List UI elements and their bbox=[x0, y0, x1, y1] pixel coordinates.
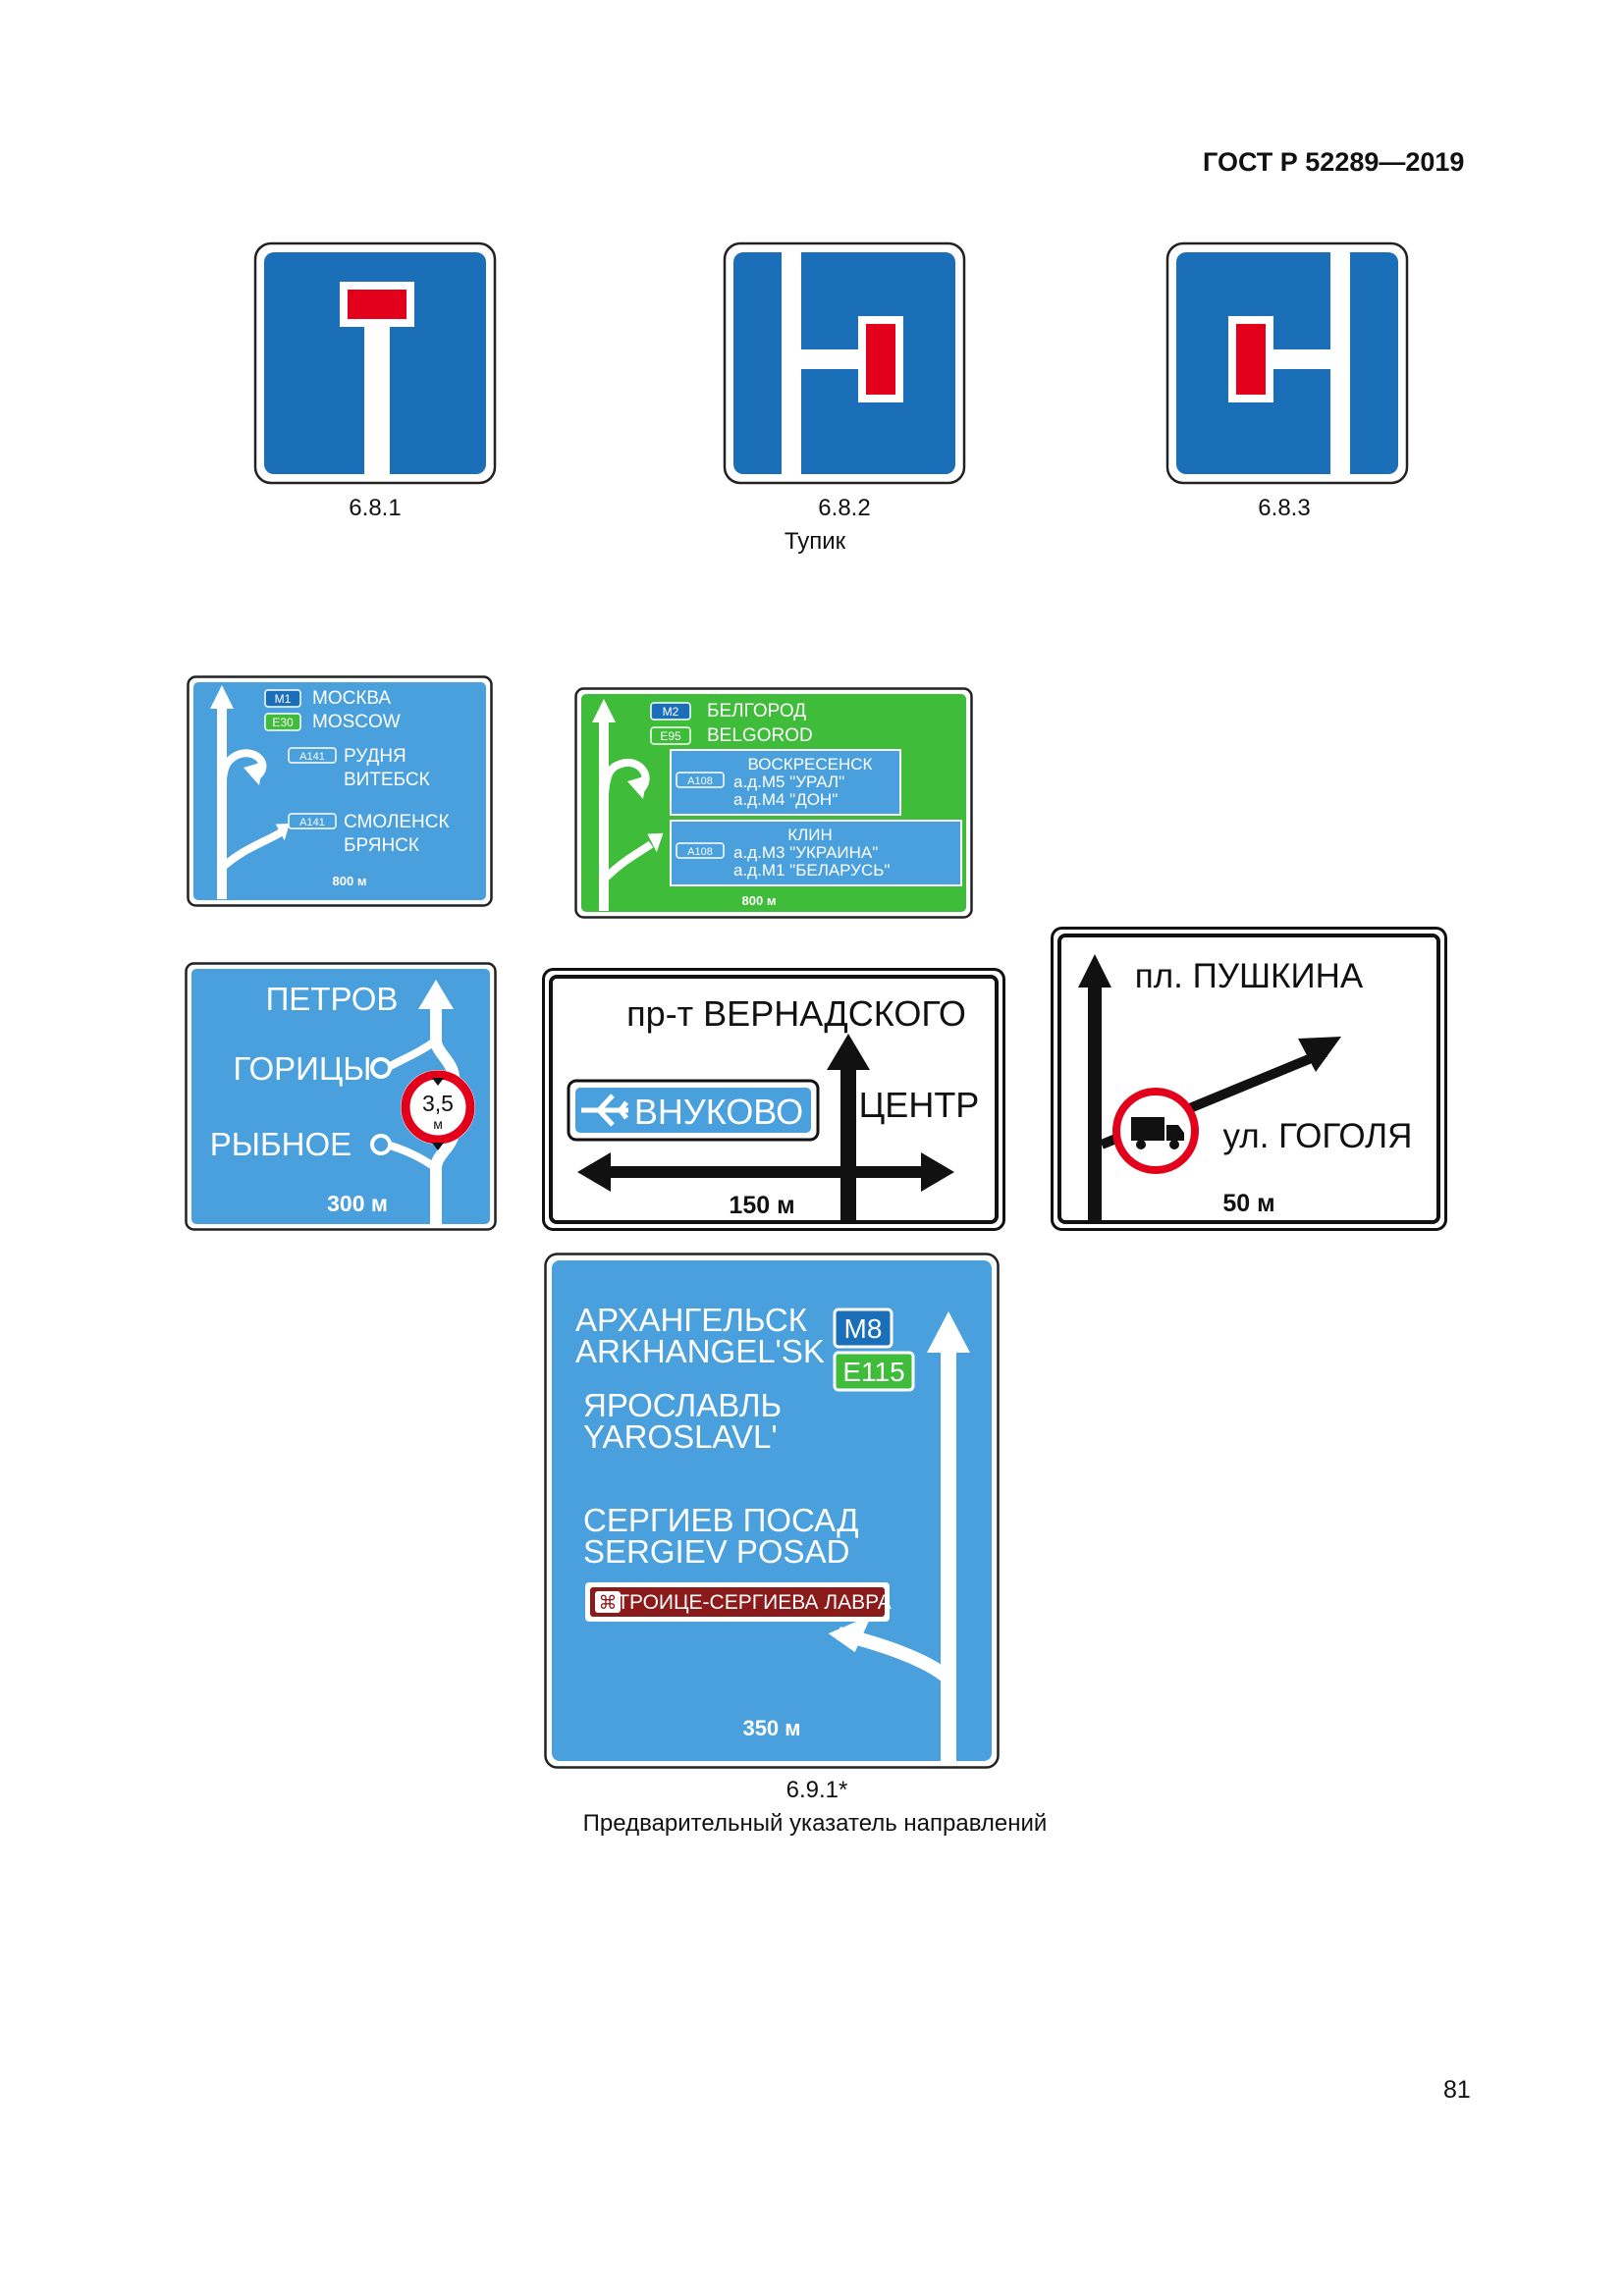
airplane-icon bbox=[581, 1094, 628, 1127]
direction-sign-belgorod: M2 БЕЛГОРОД E95 BELGOROD A108 ВОСКРЕСЕНС… bbox=[574, 687, 973, 919]
sign-code-6-8-3: 6.8.3 bbox=[1258, 495, 1311, 521]
place-vnukovo: ВНУКОВО bbox=[634, 1092, 803, 1132]
place-sergiev-posad-en: SERGIEV POSAD bbox=[583, 1533, 849, 1570]
place-centr: ЦЕНТР bbox=[859, 1085, 980, 1125]
dead-end-caption: Тупик bbox=[784, 528, 846, 555]
place-vitebsk: ВИТЕБСК bbox=[344, 770, 430, 790]
attraction-lavra: ТРОИЦЕ-СЕРГИЕВА ЛАВРА bbox=[617, 1591, 892, 1614]
place-yaroslavl-en: YAROSLAVL' bbox=[583, 1418, 778, 1455]
sign-code-6-8-2: 6.8.2 bbox=[818, 495, 871, 521]
sign-code-6-8-1: 6.8.1 bbox=[349, 495, 402, 521]
place-belgorod-ru: БЕЛГОРОД bbox=[707, 701, 806, 721]
route-a108-2: A108 bbox=[687, 846, 713, 858]
route-a141-2: A141 bbox=[299, 817, 325, 828]
road-vernadskogo: пр-т ВЕРНАДСКОГО bbox=[626, 993, 966, 1034]
attraction-icon: ⌘ bbox=[599, 1593, 618, 1614]
place-smolensk: СМОЛЕНСК bbox=[344, 812, 450, 832]
direction-sign-pushkina: пл. ПУШКИНА ул. ГОГОЛЯ 50 м bbox=[1051, 927, 1447, 1231]
place-arkhangelsk-en: ARKHANGEL'SK bbox=[575, 1333, 825, 1369]
direction-sign-petrov: ПЕТРОВ ГОРИЦЫ РЫБНОЕ 3,5 м 300 м bbox=[185, 962, 497, 1231]
place-moscow-en: MOSCOW bbox=[312, 712, 401, 732]
height-limit-unit: м bbox=[433, 1116, 443, 1132]
sign-6-8-2 bbox=[723, 241, 966, 485]
distance: 50 м bbox=[1222, 1190, 1274, 1217]
place-moscow-ru: МОСКВА bbox=[312, 688, 391, 709]
distance: 350 м bbox=[742, 1716, 800, 1740]
height-limit-value: 3,5 bbox=[422, 1091, 454, 1116]
sign-6-8-3 bbox=[1165, 241, 1409, 485]
place-bryansk: БРЯНСК bbox=[344, 835, 419, 856]
document-header: ГОСТ Р 52289—2019 bbox=[1203, 147, 1465, 177]
place-gogolya: ул. ГОГОЛЯ bbox=[1223, 1117, 1413, 1155]
place-belgorod-en: BELGOROD bbox=[707, 725, 813, 746]
direction-sign-arkhangelsk: АРХАНГЕЛЬСК ARKHANGEL'SK M8 E115 ЯРОСЛАВ… bbox=[544, 1253, 1000, 1769]
place-pushkina: пл. ПУШКИНА bbox=[1135, 957, 1364, 995]
direction-caption: Предварительный указатель направлений bbox=[582, 1810, 1048, 1837]
place-arkhangelsk-ru: АРХАНГЕЛЬСК bbox=[575, 1302, 808, 1338]
road-m1: а.д.М1 "БЕЛАРУСЬ" bbox=[733, 861, 890, 880]
distance: 800 м bbox=[742, 893, 777, 908]
place-rudnya: РУДНЯ bbox=[344, 746, 406, 767]
truck-icon bbox=[1131, 1117, 1184, 1149]
place-klin: КЛИН bbox=[787, 826, 833, 844]
place-yaroslavl-ru: ЯРОСЛАВЛЬ bbox=[583, 1387, 782, 1423]
page-number: 81 bbox=[1443, 2076, 1471, 2104]
route-a108: A108 bbox=[687, 775, 713, 787]
route-e115: E115 bbox=[842, 1357, 904, 1387]
road-m5: а.д.М5 "УРАЛ" bbox=[733, 773, 844, 791]
distance: 800 м bbox=[333, 874, 367, 888]
route-m8: M8 bbox=[844, 1313, 883, 1344]
sign-6-8-1 bbox=[253, 241, 497, 485]
place-voskresensk: ВОСКРЕСЕНСК bbox=[748, 755, 873, 774]
route-m1: M1 bbox=[275, 692, 292, 706]
distance: 300 м bbox=[327, 1191, 388, 1216]
direction-sign-moscow: M1 МОСКВА E30 MOSCOW A141 РУДНЯ ВИТЕБСК … bbox=[187, 675, 493, 907]
route-e95: E95 bbox=[660, 729, 681, 743]
route-e30: E30 bbox=[272, 716, 294, 729]
road-m4: а.д.М4 "ДОН" bbox=[733, 790, 838, 809]
place-rybnoe: РЫБНОЕ bbox=[210, 1126, 352, 1162]
place-petrov: ПЕТРОВ bbox=[266, 981, 399, 1017]
sign-code-6-9-1: 6.9.1* bbox=[785, 1777, 848, 1803]
distance: 150 м bbox=[729, 1192, 794, 1219]
place-sergiev-posad-ru: СЕРГИЕВ ПОСАД bbox=[583, 1502, 859, 1538]
road-m3: а.д.М3 "УКРАИНА" bbox=[733, 843, 878, 862]
direction-sign-vnukovo: пр-т ВЕРНАДСКОГО ВНУКОВО ЦЕНТР 150 м bbox=[542, 968, 1005, 1231]
route-m2: M2 bbox=[663, 705, 679, 719]
route-a141: A141 bbox=[299, 751, 325, 763]
place-goritsy: ГОРИЦЫ bbox=[233, 1050, 371, 1087]
